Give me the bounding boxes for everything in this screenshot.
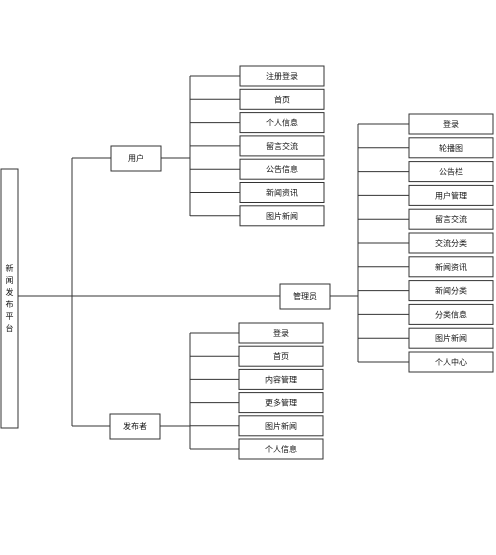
publisher-leaf-node: 内容管理: [238, 368, 324, 390]
publisher-connectors: [160, 333, 191, 449]
admin-leaf-node: 分类信息: [408, 303, 494, 325]
role-publisher: 发布者: [109, 413, 161, 440]
user-leaf-node: 图片新闻: [239, 205, 325, 227]
admin-connectors: [330, 124, 359, 362]
admin-leaf-label: 留言交流: [435, 214, 467, 224]
admin-leaf-label: 图片新闻: [435, 333, 467, 343]
user-leaf-label: 公告信息: [266, 164, 298, 174]
admin-leaf-label: 公告栏: [439, 167, 463, 177]
role-publisher-label: 发布者: [123, 421, 147, 431]
admin-leaf-label: 分类信息: [435, 309, 467, 319]
role-admin-label: 管理员: [293, 291, 317, 301]
admin-leaf-node: 登录: [408, 113, 494, 135]
user-leaf-label: 注册登录: [266, 71, 298, 81]
admin-leaf-node: 用户管理: [408, 184, 494, 206]
admin-leaf-label: 新闻资讯: [435, 262, 467, 272]
user-leaf-label: 个人信息: [266, 118, 298, 128]
publisher-leaf-label: 登录: [273, 328, 289, 338]
user-leaf-label: 新闻资讯: [266, 188, 298, 198]
user-connectors: [161, 76, 191, 216]
publisher-leaf-node: 登录: [238, 322, 324, 344]
admin-leaf-node: 留言交流: [408, 208, 494, 230]
user-leaf-label: 图片新闻: [266, 211, 298, 221]
role-user-label: 用户: [128, 153, 144, 163]
root-node: 新闻发布平台: [0, 168, 19, 429]
admin-leaf-node: 新闻资讯: [408, 256, 494, 278]
publisher-leaf-node: 更多管理: [238, 392, 324, 414]
user-leaf-node: 首页: [239, 88, 325, 110]
user-leaf-node: 注册登录: [239, 65, 325, 87]
admin-leaf-label: 登录: [443, 119, 459, 129]
admin-leaf-label: 用户管理: [435, 190, 467, 200]
publisher-leaf-label: 个人信息: [265, 444, 297, 454]
role-user: 用户: [110, 145, 162, 172]
admin-leaf-node: 轮播图: [408, 137, 494, 159]
admin-leaf-label: 新闻分类: [435, 286, 467, 296]
user-leaf-label: 留言交流: [266, 141, 298, 151]
user-leaf-node: 公告信息: [239, 158, 325, 180]
admin-leaf-label: 交流分类: [435, 238, 467, 248]
user-leaf-node: 新闻资讯: [239, 182, 325, 203]
publisher-leaf-node: 个人信息: [238, 438, 324, 460]
publisher-leaf-node: 首页: [238, 345, 324, 367]
admin-leaf-node: 交流分类: [408, 232, 494, 254]
root-label: 新闻发布平台: [6, 263, 14, 333]
user-leaf-node: 个人信息: [239, 112, 325, 134]
admin-leaf-node: 新闻分类: [408, 280, 494, 302]
publisher-leaf-label: 图片新闻: [265, 421, 297, 431]
admin-leaf-label: 个人中心: [435, 357, 467, 367]
user-leaf-node: 留言交流: [239, 135, 325, 157]
admin-leaf-node: 个人中心: [408, 351, 494, 373]
admin-leaf-node: 图片新闻: [408, 327, 494, 349]
publisher-leaf-label: 内容管理: [265, 374, 297, 384]
user-leaf-label: 首页: [274, 94, 290, 104]
trunk-connectors: [18, 157, 280, 427]
role-admin: 管理员: [279, 283, 331, 310]
admin-leaf-label: 轮播图: [439, 143, 463, 153]
publisher-leaf-label: 首页: [273, 351, 289, 361]
admin-leaf-node: 公告栏: [408, 161, 494, 183]
publisher-leaf-label: 更多管理: [265, 398, 297, 408]
publisher-leaf-node: 图片新闻: [238, 415, 324, 437]
